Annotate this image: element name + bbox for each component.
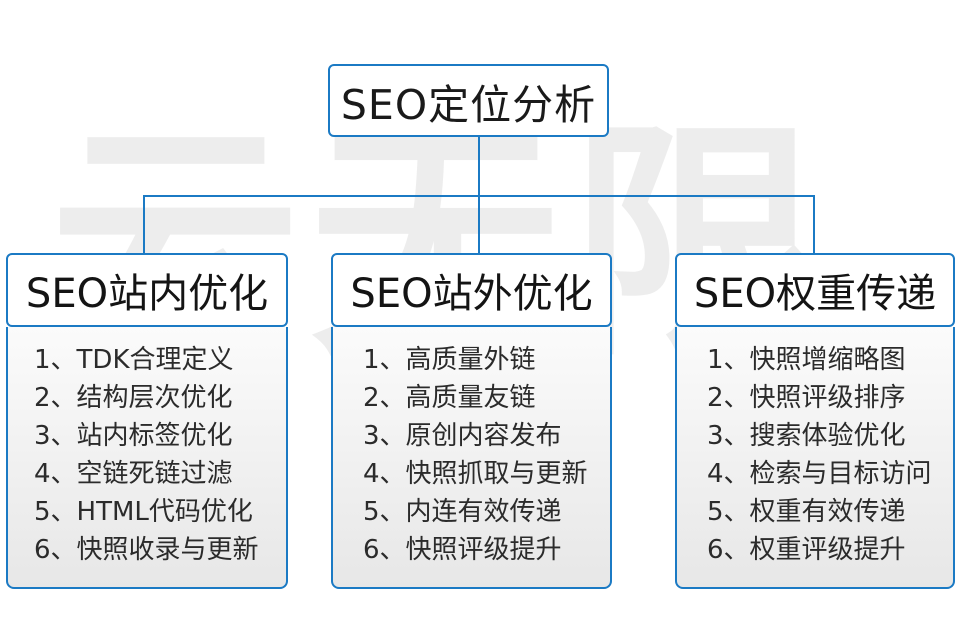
column-header-label-2: SEO站外优化 [350, 271, 593, 317]
list-item: 6、快照评级提升 [363, 535, 562, 565]
list-item: 1、高质量外链 [363, 345, 536, 375]
column-body-3: 1、快照增缩略图 2、快照评级排序 3、搜索体验优化 4、检索与目标访问 5、权… [675, 327, 955, 589]
column-list-1: 1、TDK合理定义 2、结构层次优化 3、站内标签优化 4、空链死链过滤 5、H… [8, 341, 286, 569]
column-header-label-3: SEO权重传递 [693, 271, 937, 317]
root-node-label: SEO定位分析 [340, 80, 597, 129]
column-body-1: 1、TDK合理定义 2、结构层次优化 3、站内标签优化 4、空链死链过滤 5、H… [6, 327, 288, 589]
list-item: 4、快照抓取与更新 [363, 459, 588, 489]
connector-branch-right [813, 195, 815, 253]
list-item: 6、快照收录与更新 [34, 535, 259, 565]
list-item: 5、权重有效传递 [707, 497, 906, 527]
list-item: 2、快照评级排序 [707, 383, 906, 413]
column-header-2[interactable]: SEO站外优化 [331, 253, 612, 327]
connector-branch-left [143, 195, 145, 253]
list-item: 3、站内标签优化 [34, 421, 233, 451]
column-header-label-1: SEO站内优化 [25, 271, 269, 317]
column-seo-offsite: SEO站外优化 1、高质量外链 2、高质量友链 3、原创内容发布 4、快照抓取与… [331, 253, 612, 589]
column-list-2: 1、高质量外链 2、高质量友链 3、原创内容发布 4、快照抓取与更新 5、内连有… [333, 341, 610, 569]
list-item: 2、高质量友链 [363, 383, 536, 413]
list-item: 3、搜索体验优化 [707, 421, 906, 451]
column-header-1[interactable]: SEO站内优化 [6, 253, 288, 327]
list-item: 4、检索与目标访问 [707, 459, 932, 489]
connector-root-stem [478, 136, 480, 196]
column-body-2: 1、高质量外链 2、高质量友链 3、原创内容发布 4、快照抓取与更新 5、内连有… [331, 327, 612, 589]
list-item: 3、原创内容发布 [363, 421, 562, 451]
list-item: 5、HTML代码优化 [34, 497, 253, 527]
list-item: 2、结构层次优化 [34, 383, 233, 413]
column-seo-onsite: SEO站内优化 1、TDK合理定义 2、结构层次优化 3、站内标签优化 4、空链… [6, 253, 288, 589]
root-node[interactable]: SEO定位分析 [328, 64, 609, 137]
list-item: 6、权重评级提升 [707, 535, 906, 565]
list-item: 4、空链死链过滤 [34, 459, 233, 489]
column-list-3: 1、快照增缩略图 2、快照评级排序 3、搜索体验优化 4、检索与目标访问 5、权… [677, 341, 953, 569]
column-seo-weight-transfer: SEO权重传递 1、快照增缩略图 2、快照评级排序 3、搜索体验优化 4、检索与… [675, 253, 955, 589]
connector-branch-middle [478, 195, 480, 253]
list-item: 5、内连有效传递 [363, 497, 562, 527]
column-header-3[interactable]: SEO权重传递 [675, 253, 955, 327]
list-item: 1、TDK合理定义 [34, 345, 234, 375]
list-item: 1、快照增缩略图 [707, 345, 906, 375]
